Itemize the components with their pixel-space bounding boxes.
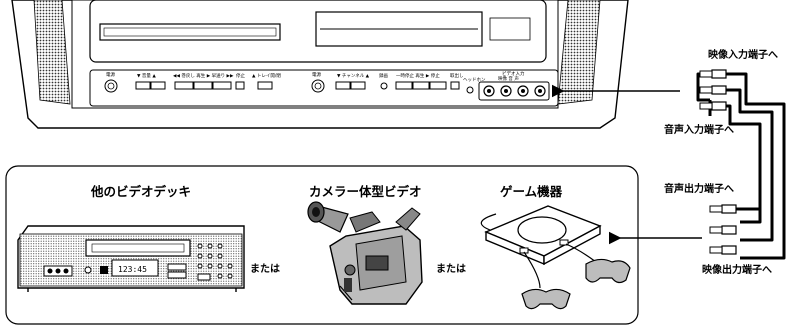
video-out-label: 映像出力端子へ — [702, 263, 772, 276]
vcr-title: 他のビデオデッキ — [90, 184, 191, 199]
eject-label: 取出し — [450, 72, 464, 79]
audio-in-label: 音声入力端子へ — [664, 123, 734, 136]
stop-button[interactable] — [235, 81, 245, 90]
play-button-2[interactable] — [412, 81, 430, 90]
video-audio-label: 映像 音 声 — [498, 75, 519, 82]
game-title: ゲーム機器 — [500, 184, 563, 199]
video-in-label: 映像入力端子へ — [708, 48, 778, 61]
or-label-1: または — [250, 263, 280, 275]
vcr-illustration: 123:45 — [17, 225, 245, 292]
game-console-illustration — [480, 205, 631, 310]
fast-forward-button[interactable] — [212, 81, 232, 90]
tv-set: 電源 ▼ 音量 ▲ ◀◀ 巻戻し 再生 ▶ 早送り ▶▶ 停止 ▲ トレイ開/閉… — [11, 0, 629, 129]
volume-label: ▼ 音量 ▲ — [137, 72, 156, 79]
headphone-jack[interactable] — [466, 86, 474, 94]
camcorder-title: カメラー体型ビデオ — [309, 184, 422, 199]
volume-up-button[interactable] — [150, 81, 166, 90]
tray-label: ▲ トレイ開/閉 — [252, 73, 281, 79]
right-speaker-grille — [557, 0, 601, 105]
eject-button[interactable] — [450, 81, 460, 90]
audio-out-label: 音声出力端子へ — [664, 182, 734, 195]
or-label-2: または — [436, 263, 466, 275]
record-button[interactable] — [380, 82, 388, 90]
stop-button-2[interactable] — [429, 81, 447, 90]
output-plugs — [709, 204, 760, 255]
camcorder-illustration — [307, 201, 423, 305]
power-label: 電源 — [106, 71, 115, 78]
pause-button[interactable] — [395, 81, 413, 90]
record-label: 録画 — [379, 72, 388, 79]
pause-play-stop-label: 一時停止 再生 ▶ 停止 — [396, 72, 440, 79]
input-plugs — [699, 69, 727, 111]
vcr-display: 123:45 — [118, 265, 147, 274]
video-input-label: ビデオ入力 — [502, 70, 525, 77]
av-input-panel — [478, 81, 550, 101]
channel-down-button[interactable] — [335, 81, 351, 90]
left-speaker-grille — [33, 0, 71, 105]
tray-button[interactable] — [257, 81, 273, 90]
channel-up-button[interactable] — [350, 81, 366, 90]
rewind-button[interactable] — [174, 81, 194, 90]
channel-label: ▼ チャンネル ▲ — [337, 73, 370, 79]
stop-label: 停止 — [236, 72, 245, 79]
volume-down-button[interactable] — [135, 81, 151, 90]
headphone-label: ヘッドホン — [463, 77, 486, 83]
transport-label: ◀◀ 巻戻し 再生 ▶ 早送り ▶▶ — [173, 72, 234, 79]
play-button[interactable] — [193, 81, 213, 90]
power-label-2: 電源 — [312, 71, 321, 78]
